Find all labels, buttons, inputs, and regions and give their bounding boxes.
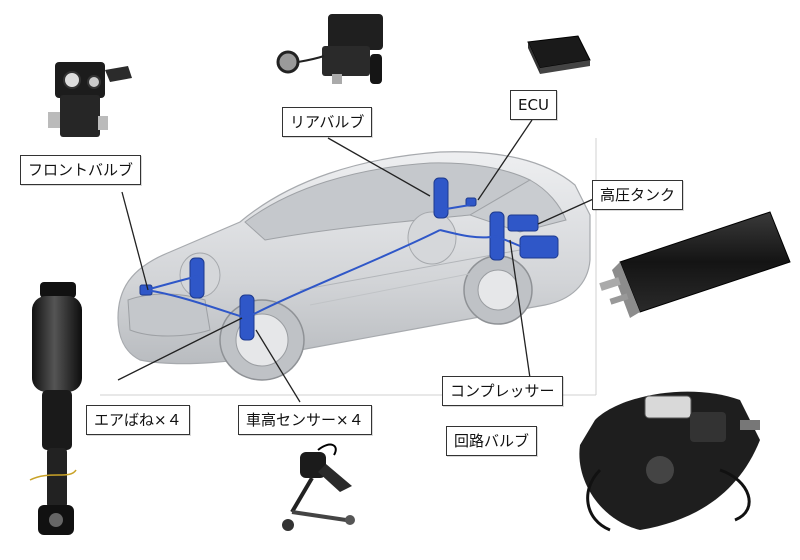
compressor-assembly-component: [579, 391, 760, 532]
leader-lines: [117, 119, 601, 403]
label-compressor: コンプレッサー: [442, 376, 563, 406]
label-ecu: ECU: [510, 90, 557, 120]
label-rear-valve: リアバルブ: [282, 107, 373, 137]
car-illustration: [117, 151, 591, 381]
height-sensor-component: [282, 443, 355, 531]
front-valve-component: [48, 62, 132, 137]
label-air-spring: エアばね×４: [86, 405, 190, 435]
ecu-component: [527, 35, 591, 74]
label-high-pressure-tank: 高圧タンク: [592, 180, 684, 210]
label-front-valve: フロントバルブ: [20, 155, 142, 185]
air-system-components: [139, 177, 559, 341]
label-circuit-valve: 回路バルブ: [446, 426, 538, 456]
high-pressure-tank-component: [599, 211, 791, 318]
rear-valve-component: [276, 14, 383, 84]
air-spring-component: [29, 282, 82, 535]
label-height-sensor: 車高センサー×４: [238, 405, 372, 435]
